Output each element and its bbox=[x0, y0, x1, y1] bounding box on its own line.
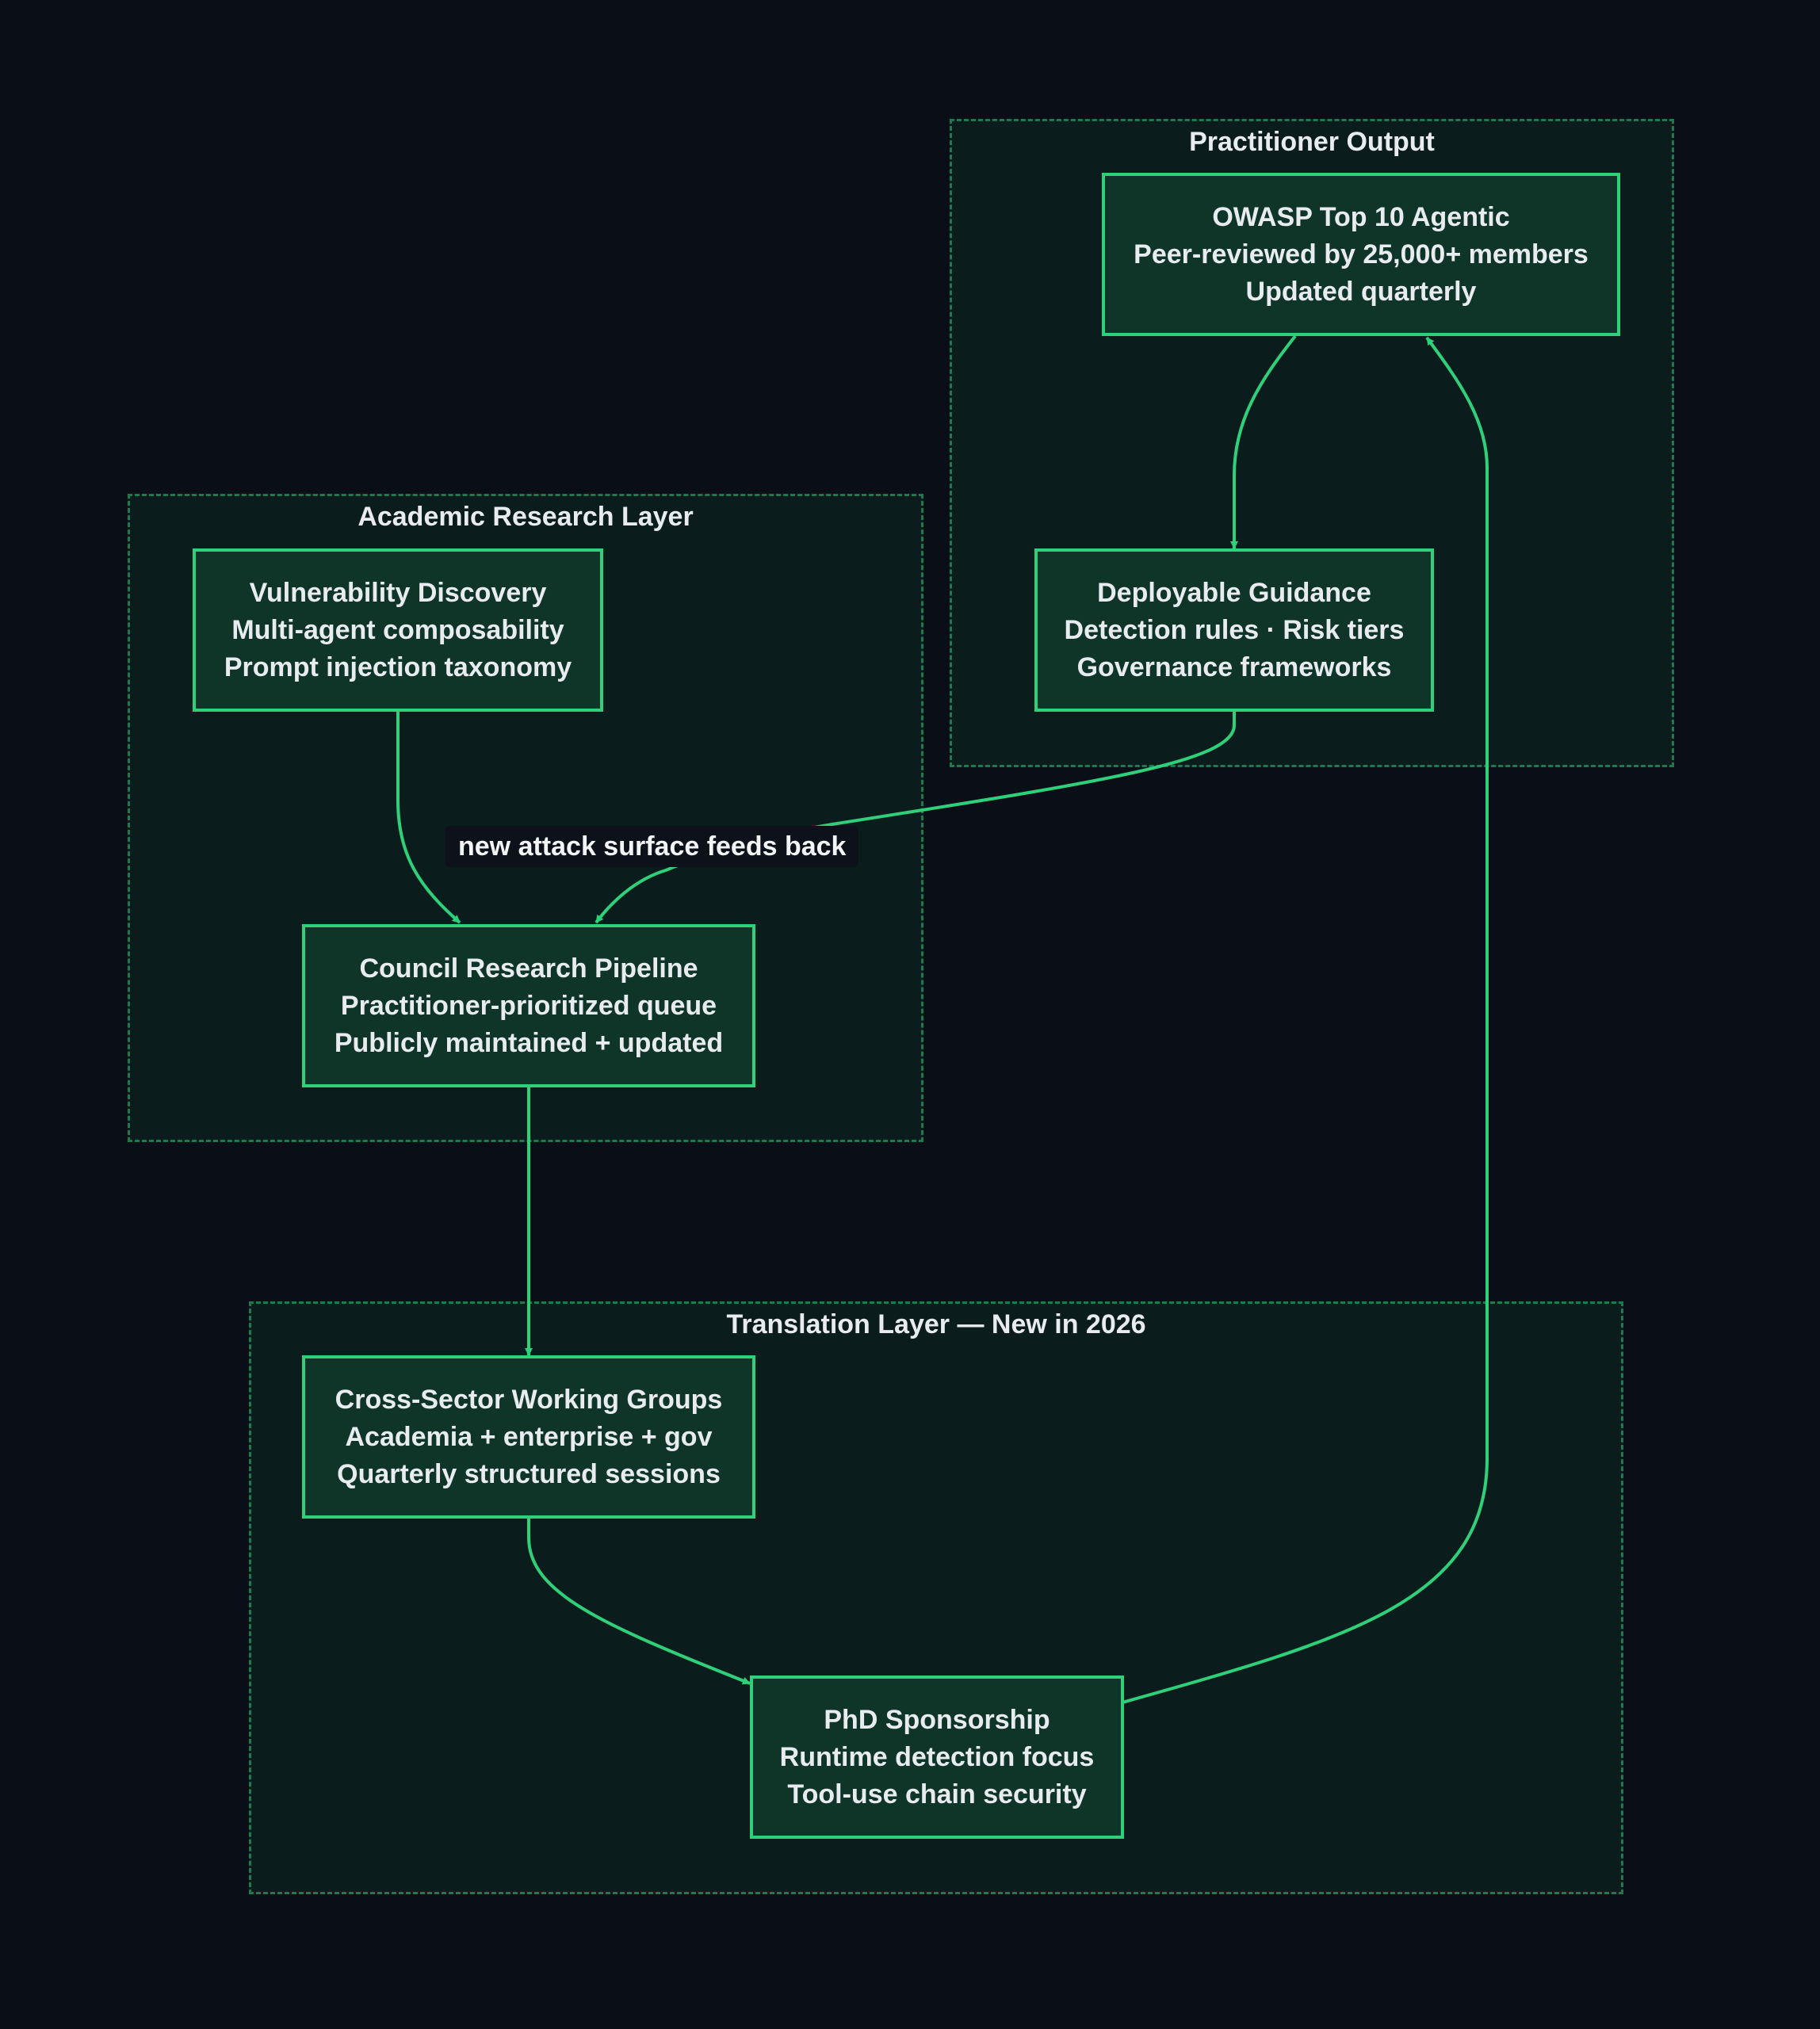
cluster-title: Academic Research Layer bbox=[358, 502, 694, 532]
cluster-title: Practitioner Output bbox=[1189, 127, 1435, 157]
council-research-pipeline-node[interactable]: Council Research Pipeline Practitioner-p… bbox=[302, 924, 755, 1087]
owasp-top-10-node[interactable]: OWASP Top 10 Agentic Peer-reviewed by 25… bbox=[1102, 173, 1620, 336]
node-line: Cross-Sector Working Groups bbox=[335, 1384, 723, 1415]
node-line: Peer-reviewed by 25,000+ members bbox=[1134, 239, 1589, 269]
node-line: Governance frameworks bbox=[1076, 651, 1392, 682]
node-line: Prompt injection taxonomy bbox=[224, 651, 572, 682]
node-line: Academia + enterprise + gov bbox=[345, 1421, 713, 1452]
node-line: Detection rules · Risk tiers bbox=[1064, 614, 1405, 645]
node-line: Runtime detection focus bbox=[779, 1741, 1095, 1772]
feedback-edge-label: new attack surface feeds back bbox=[445, 826, 859, 867]
node-line: Vulnerability Discovery bbox=[249, 577, 547, 608]
node-line: Deployable Guidance bbox=[1097, 577, 1371, 608]
cross-sector-working-groups-node[interactable]: Cross-Sector Working Groups Academia + e… bbox=[302, 1355, 755, 1519]
node-line: Quarterly structured sessions bbox=[337, 1458, 721, 1489]
node-line: Tool-use chain security bbox=[787, 1779, 1087, 1809]
deployable-guidance-node[interactable]: Deployable Guidance Detection rules · Ri… bbox=[1034, 548, 1434, 712]
phd-sponsorship-node[interactable]: PhD Sponsorship Runtime detection focus … bbox=[750, 1676, 1124, 1839]
cluster-title: Translation Layer — New in 2026 bbox=[726, 1309, 1146, 1339]
node-line: OWASP Top 10 Agentic bbox=[1212, 201, 1510, 232]
node-line: Multi-agent composability bbox=[231, 614, 564, 645]
node-line: PhD Sponsorship bbox=[824, 1704, 1050, 1735]
node-line: Updated quarterly bbox=[1245, 276, 1477, 307]
node-line: Publicly maintained + updated bbox=[334, 1027, 724, 1058]
node-line: Council Research Pipeline bbox=[359, 953, 698, 984]
vulnerability-discovery-node[interactable]: Vulnerability Discovery Multi-agent comp… bbox=[193, 548, 603, 712]
node-line: Practitioner-prioritized queue bbox=[340, 990, 717, 1021]
